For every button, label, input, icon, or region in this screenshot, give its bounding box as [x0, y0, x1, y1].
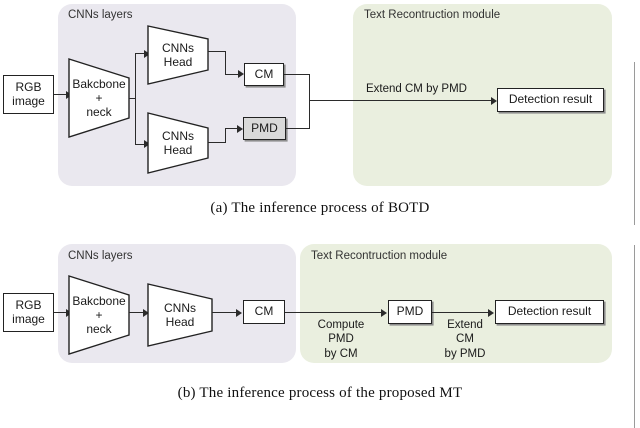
- wire-cm-merge-a: [284, 73, 310, 75]
- wire-split-top-a: [134, 53, 147, 55]
- node-rgb-image-b: RGB image: [3, 293, 54, 332]
- arrowhead-backbone-to-head-b: [143, 308, 149, 317]
- node-backbone-neck-a-label: Bakcbone + neck: [68, 58, 130, 138]
- arrowhead-split-bottom-a: [144, 140, 150, 148]
- node-backbone-neck-a-line-1: +: [95, 90, 103, 105]
- wire-backbone-out-a: [129, 98, 136, 100]
- page-margin-rule-top: [634, 62, 636, 225]
- edge-label-compute-pmd-by-cm-b-line-1: PMD: [328, 333, 354, 346]
- node-rgb-image-b-line-1: image: [12, 311, 45, 326]
- node-cnns-head-top-a-line-0: CNNs: [162, 40, 194, 55]
- edge-label-extend-cm-by-pmd-b: Extend CM by PMD: [437, 318, 493, 361]
- edge-label-extend-cm-by-pmd-b-line-1: CM: [456, 333, 474, 346]
- backbone-trapezoid-shape-b: [68, 275, 130, 355]
- arrowhead-headbottom-to-pmd-a: [237, 124, 243, 133]
- wire-headbottom-out-a: [208, 142, 226, 144]
- wire-headbottom-to-pmd-a: [224, 128, 240, 130]
- node-cm-b-label: CM: [254, 304, 274, 319]
- node-backbone-neck-b-line-2: neck: [86, 322, 112, 337]
- node-rgb-image-a: RGB image: [3, 75, 54, 114]
- wire-split-vertical-a: [134, 53, 136, 145]
- node-backbone-neck-b-line-1: +: [95, 307, 103, 322]
- node-cnns-head-top-a-label: CNNs Head: [147, 25, 209, 85]
- edge-label-compute-pmd-by-cm-b-line-2: by CM: [324, 347, 358, 360]
- node-backbone-neck-a-line-0: Bakcbone: [72, 76, 126, 91]
- page-margin-rule-bottom: [634, 245, 636, 428]
- wire-head-to-cm-b: [212, 312, 239, 314]
- arrowhead-merge-to-detection-a: [491, 96, 497, 105]
- node-detection-result-b-label: Detection result: [507, 304, 592, 319]
- arrowhead-pmd-to-detection-b: [488, 308, 494, 317]
- arrowhead-headtop-to-cm-a: [238, 70, 244, 78]
- node-backbone-neck-a: Bakcbone + neck: [68, 58, 130, 138]
- node-cm-b: CM: [243, 300, 285, 324]
- node-rgb-image-a-line-1: image: [12, 93, 45, 108]
- arrowhead-split-top-a: [144, 49, 150, 58]
- cnns-head-top-trapezoid-shape-a: [147, 25, 209, 85]
- node-cnns-head-b-line-0: CNNs: [164, 300, 196, 315]
- wire-split-bottom-a: [134, 143, 147, 145]
- caption-a: (a) The inference process of BOTD: [210, 200, 430, 216]
- wire-merge-to-detection-a: [308, 100, 494, 102]
- node-cnns-head-top-a-line-1: Head: [163, 55, 193, 69]
- arrowhead-head-to-cm-b: [236, 308, 242, 317]
- node-pmd-b-label: PMD: [396, 304, 424, 319]
- wire-pmd-merge-a: [286, 128, 310, 130]
- node-backbone-neck-b: Bakcbone + neck: [68, 275, 130, 355]
- edge-label-compute-pmd-by-cm-b-line-0: Compute: [317, 319, 365, 331]
- node-cnns-head-b: CNNs Head: [147, 283, 213, 347]
- edge-label-extend-cm-by-pmd-b-line-0: Extend: [447, 319, 483, 331]
- group-label-cnn-layers-b: CNNs layers: [68, 250, 133, 262]
- edge-label-compute-pmd-by-cm-b: Compute PMD by CM: [298, 318, 384, 361]
- node-cnns-head-bottom-a: CNNs Head: [147, 112, 209, 174]
- wire-cm-to-pmd-b: [285, 312, 384, 314]
- node-backbone-neck-b-line-0: Bakcbone: [72, 293, 126, 308]
- arrowhead-cm-to-pmd-b: [381, 308, 387, 317]
- wire-backbone-to-head-b: [129, 312, 146, 314]
- node-backbone-neck-b-label: Bakcbone + neck: [68, 275, 130, 355]
- group-label-text-reconstruction-b: Text Recontruction module: [311, 250, 448, 262]
- node-detection-result-a-label: Detection result: [508, 92, 593, 107]
- group-label-cnn-layers-a: CNNs layers: [68, 9, 133, 21]
- wire-headtop-out-a: [208, 51, 226, 53]
- node-cnns-head-b-label: CNNs Head: [147, 283, 213, 347]
- node-backbone-neck-a-line-2: neck: [86, 105, 112, 120]
- node-detection-result-b: Detection result: [495, 300, 604, 324]
- node-cnns-head-b-line-1: Head: [165, 315, 195, 329]
- node-rgb-image-b-line-0: RGB: [15, 298, 42, 313]
- node-detection-result-a: Detection result: [497, 88, 604, 112]
- node-cnns-head-bottom-a-line-1: Head: [163, 143, 193, 157]
- node-cnns-head-bottom-a-label: CNNs Head: [147, 112, 209, 174]
- node-pmd-a-label: PMD: [251, 120, 278, 135]
- caption-b: (b) The inference process of the propose…: [177, 385, 463, 401]
- node-pmd-b: PMD: [388, 300, 432, 324]
- node-pmd-a: PMD: [243, 117, 286, 140]
- backbone-trapezoid-shape-a: [68, 58, 130, 138]
- node-cm-a: CM: [244, 63, 284, 86]
- cnns-head-trapezoid-shape-b: [147, 283, 213, 347]
- edge-label-extend-cm-by-pmd-b-line-2: by PMD: [444, 347, 486, 360]
- edge-label-extend-cm-by-pmd-a: Extend CM by PMD: [366, 83, 467, 95]
- wire-headtop-drop-a: [224, 51, 226, 75]
- wire-headbottom-rise-a: [224, 129, 226, 143]
- wire-rgb-to-backbone-a: [54, 94, 68, 96]
- node-cm-a-label: CM: [254, 66, 274, 81]
- group-label-text-reconstruction-a: Text Recontruction module: [364, 9, 501, 21]
- node-cnns-head-bottom-a-line-0: CNNs: [162, 128, 194, 143]
- wire-rgb-to-backbone-b: [54, 312, 68, 314]
- node-rgb-image-a-line-0: RGB: [15, 80, 42, 95]
- wire-pmd-to-detection-b: [432, 312, 491, 314]
- node-cnns-head-top-a: CNNs Head: [147, 25, 209, 85]
- cnns-head-bottom-trapezoid-shape-a: [147, 112, 209, 174]
- wire-headtop-to-cm-a: [224, 73, 241, 75]
